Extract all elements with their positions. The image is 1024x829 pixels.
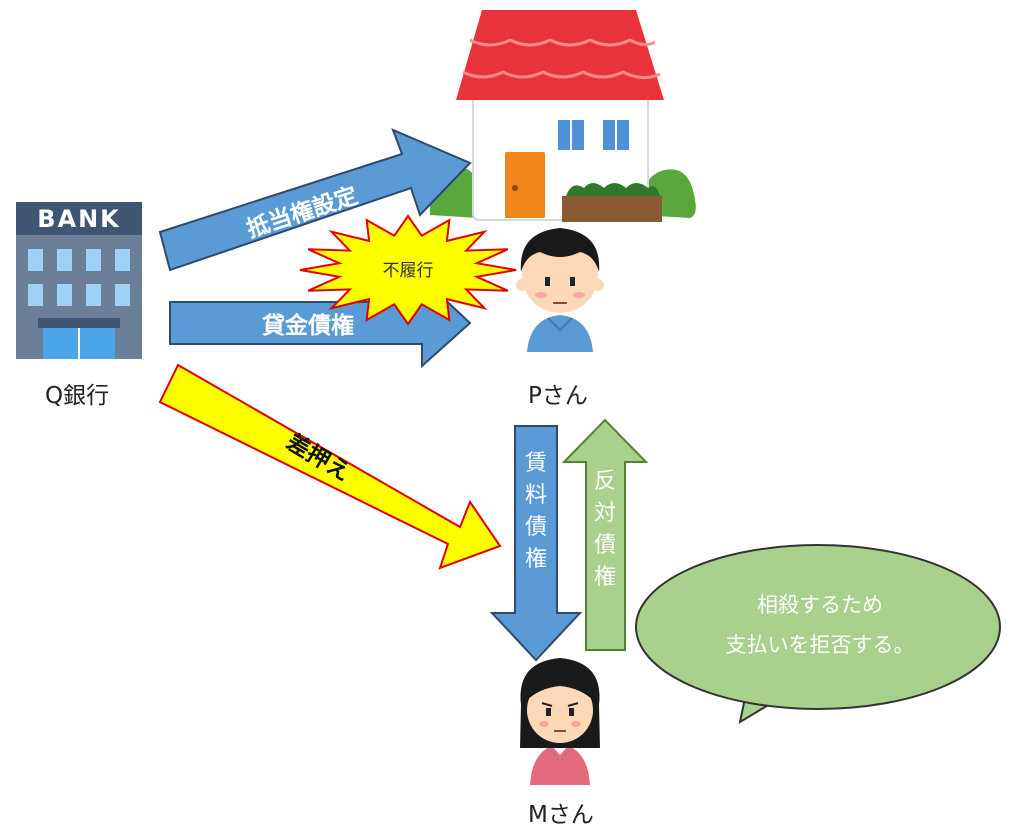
counter-claim-arrow-label: 反 対 債 権 <box>590 466 620 594</box>
rent-claim-char: 料 <box>524 483 547 508</box>
counter-claim-char: 権 <box>593 565 616 590</box>
m-person-illustration <box>520 658 600 785</box>
rent-claim-char: 債 <box>524 515 547 540</box>
rent-claim-arrow-label: 賃 料 債 権 <box>521 448 551 576</box>
counter-claim-char: 反 <box>593 469 616 494</box>
counter-claim-arrow <box>561 418 649 651</box>
bank-label: Q銀行 <box>45 383 110 409</box>
p-person-illustration <box>516 228 604 352</box>
rent-claim-char: 賃 <box>524 451 547 476</box>
seizure-arrow: 差押え <box>158 363 502 570</box>
speech-line-1: 相殺するため <box>757 593 883 617</box>
speech-bubble-text: 相殺するため 支払いを拒否する。 <box>650 585 990 665</box>
p-person-label: Pさん <box>528 383 588 409</box>
rent-claim-char: 権 <box>524 547 547 572</box>
loan-claim-arrow-label: 貸金債権 <box>262 312 354 339</box>
speech-line-2: 支払いを拒否する。 <box>725 633 915 657</box>
m-person-label: Mさん <box>528 802 594 828</box>
counter-claim-char: 債 <box>593 533 616 558</box>
default-burst: 不履行 <box>299 214 517 326</box>
default-burst-label: 不履行 <box>383 261 434 281</box>
speech-bubble <box>635 544 1001 725</box>
counter-claim-char: 対 <box>593 501 616 526</box>
bank-illustration: BANK <box>16 202 142 359</box>
house-illustration <box>429 10 696 222</box>
rent-claim-arrow <box>489 425 583 662</box>
bank-sign: BANK <box>37 205 121 233</box>
